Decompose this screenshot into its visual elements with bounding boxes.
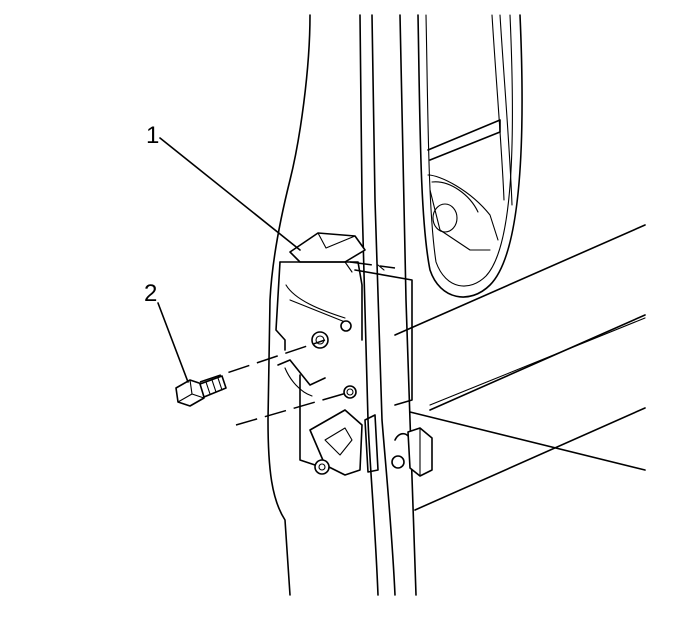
latch-bracket [275,232,433,477]
callout-1-label: 1 [146,122,159,149]
pillar-panel [267,14,417,596]
door-window-frame [417,14,523,298]
alignment-lines [199,261,396,426]
bolt [175,375,227,407]
callout-2-label: 2 [144,280,157,307]
door-panel [394,224,646,511]
leader-lines [157,137,301,383]
